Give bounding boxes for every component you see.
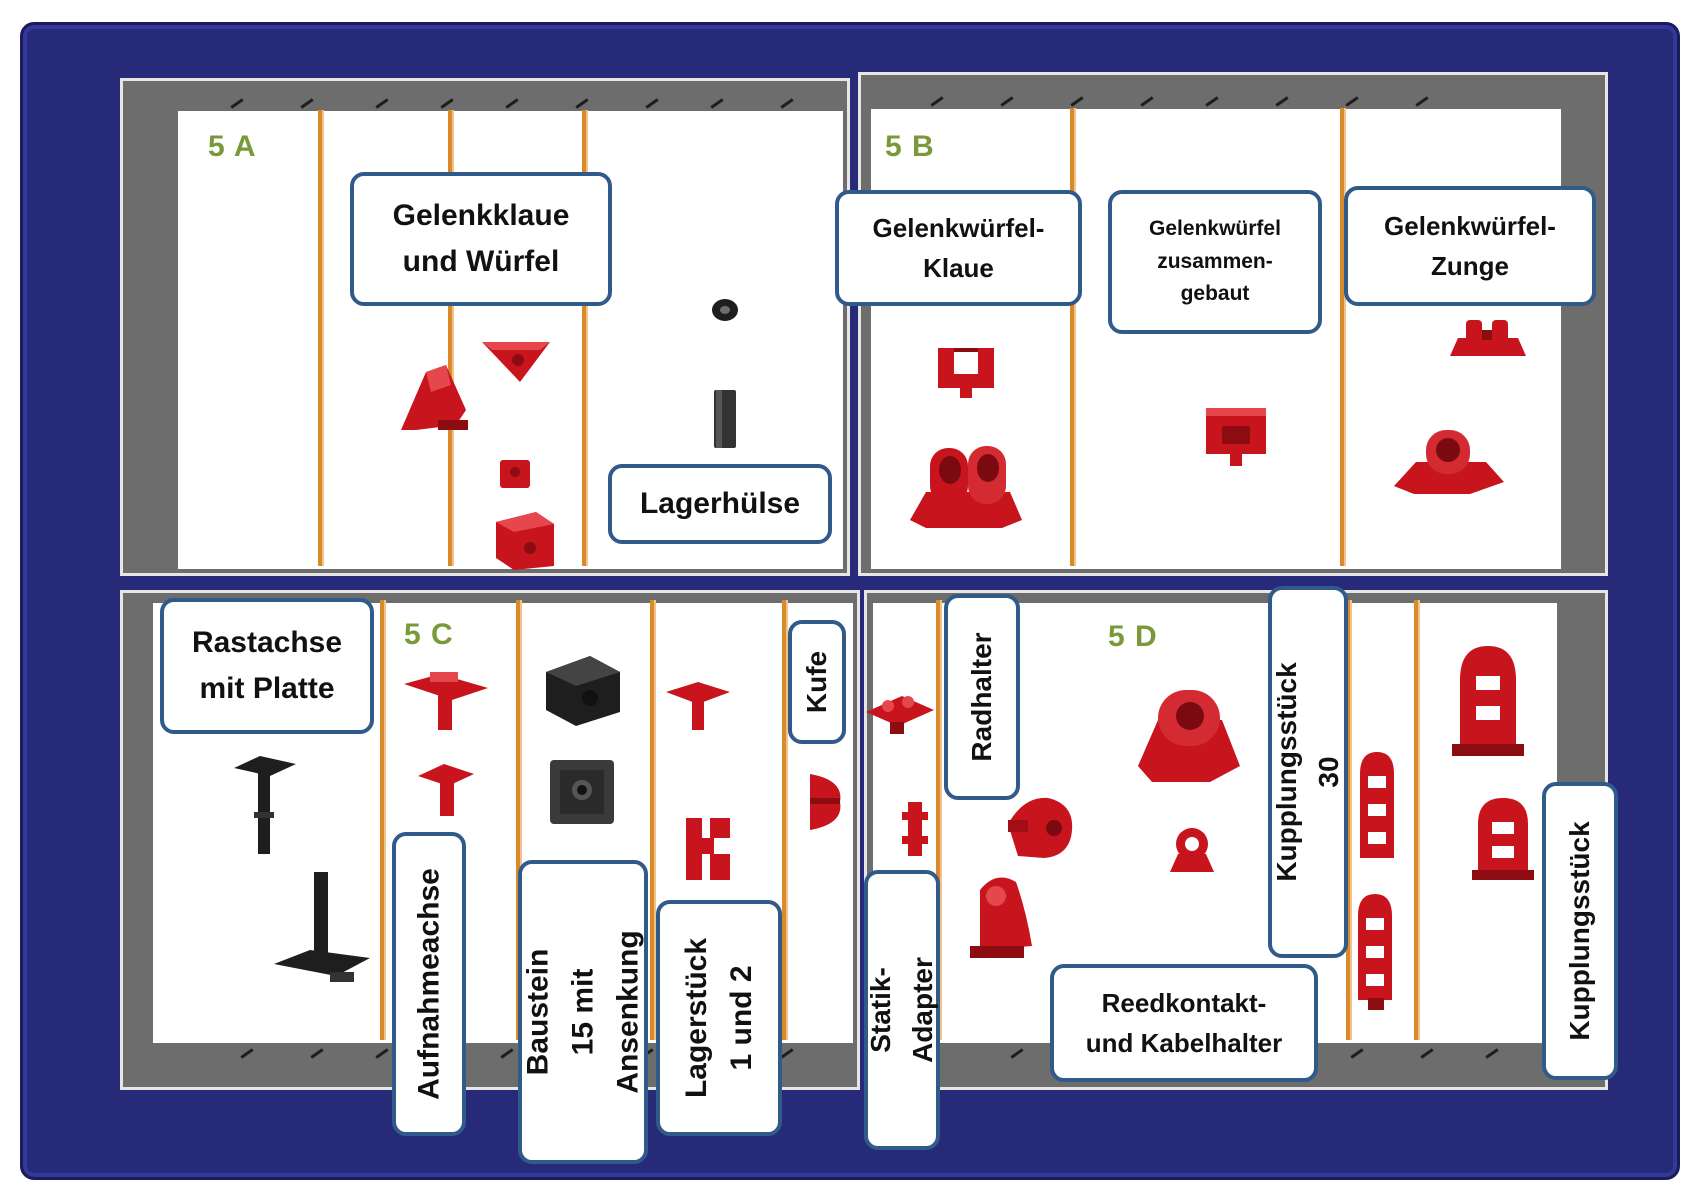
gelenkwuerfel-icon [482, 342, 550, 382]
label-lagerstueck-text: Lagerstück 1 und 2 [680, 937, 758, 1099]
kupplungsstueck30-icon [1360, 752, 1394, 858]
label-rastachse: Rastachse mit Platte [160, 598, 374, 734]
divider [516, 600, 522, 1040]
aufnahmeachse-red-icon [418, 764, 474, 816]
label-gelenkklaue: Gelenkklaue und Würfel [350, 172, 612, 306]
divider [650, 600, 656, 1040]
label-statik-adapter-text: Statik-Adapter [865, 957, 938, 1063]
label-lagerstueck: Lagerstück 1 und 2 [656, 900, 782, 1136]
divider [936, 600, 942, 1040]
section-5b-title: 5 B [885, 130, 935, 163]
label-baustein15-text: Baustein 15 mit Ansenkung [521, 930, 645, 1094]
gelenkwuerfel-zusammen-icon [1206, 408, 1266, 466]
label-gelenkwuerfel-zusammengebaut: Gelenkwürfel zusammen- gebaut [1108, 190, 1322, 334]
label-reedkontakt: Reedkontakt- und Kabelhalter [1050, 964, 1318, 1082]
divider [1346, 600, 1352, 1040]
reedkontakt-icon [1138, 690, 1240, 782]
kupplungsstueck-2-icon [1472, 798, 1534, 880]
rastachse-icon [234, 756, 296, 854]
gelenkwuerfel-klaue-icon [938, 348, 994, 398]
radhalter-icon [1008, 797, 1073, 858]
label-gelenkwuerfel-klaue: Gelenkwürfel- Klaue [835, 190, 1082, 306]
gelenkklaue-icon [401, 365, 468, 430]
label-kupplungsstueck30-text: Kupplungsstück 30 [1271, 662, 1344, 882]
baustein15-ansenkung-icon [550, 760, 614, 824]
label-kupplungsstueck: Kupplungsstück [1542, 782, 1618, 1080]
divider [1414, 600, 1420, 1040]
divider [318, 110, 324, 566]
aufnahmeachse-platte-icon [274, 872, 370, 982]
gelenkwuerfel-small-icon [500, 460, 530, 488]
kabelhalter-icon [1170, 828, 1214, 872]
label-kupplungsstueck30: Kupplungsstück 30 [1268, 586, 1348, 958]
label-aufnahmeachse: Aufnahmeachse [392, 832, 466, 1136]
statik-adapter-2-icon [902, 802, 928, 856]
divider [782, 600, 788, 1040]
baustein15-icon [546, 656, 620, 726]
kupplungsstueck30-2-icon [1358, 894, 1392, 1010]
label-baustein15: Baustein 15 mit Ansenkung [518, 860, 648, 1164]
label-kupplungsstueck-text: Kupplungsstück [1564, 821, 1595, 1041]
label-kufe: Kufe [788, 620, 846, 744]
gelenkwuerfel-zunge-base-icon [1394, 430, 1504, 494]
divider [380, 600, 386, 1040]
lagerstueck-2-icon [686, 818, 730, 880]
aufnahmeachse-icon [404, 672, 488, 730]
label-radhalter: Radhalter [944, 594, 1020, 800]
kufe-icon [810, 774, 841, 830]
lagerhuelse-ring-icon [712, 299, 738, 321]
radhalter-2-icon [970, 877, 1032, 958]
divider [448, 110, 454, 566]
wuerfel-icon [496, 512, 554, 570]
section-5a-title: 5 A [208, 130, 257, 163]
divider [1340, 108, 1346, 566]
statik-adapter-icon [866, 696, 934, 734]
gelenkwuerfel-zunge-icon [1450, 320, 1526, 356]
section-5d-title: 5 D [1108, 620, 1158, 653]
divider [582, 110, 588, 566]
kupplungsstueck-icon [1452, 646, 1524, 756]
label-kufe-text: Kufe [801, 650, 832, 714]
label-radhalter-text: Radhalter [966, 632, 997, 762]
section-5c-title: 5 C [404, 618, 454, 651]
label-lagerhuelse: Lagerhülse [608, 464, 832, 544]
lagerhuelse-icon [714, 390, 736, 448]
lagerstueck-1-icon [666, 682, 730, 730]
label-gelenkwuerfel-zunge: Gelenkwürfel- Zunge [1344, 186, 1596, 306]
label-statik-adapter: Statik-Adapter [864, 870, 940, 1150]
label-aufnahmeachse-text: Aufnahmeachse [412, 868, 446, 1100]
gelenkwuerfel-doppel-icon [910, 446, 1022, 528]
divider [1070, 108, 1076, 566]
